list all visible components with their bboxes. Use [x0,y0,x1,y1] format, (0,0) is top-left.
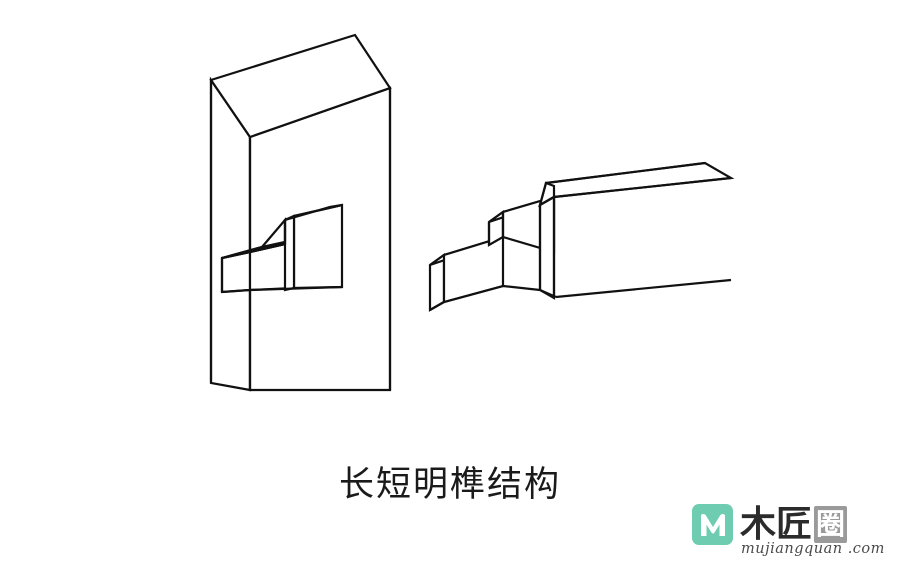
beam-body-top-face [538,161,735,208]
watermark-logo-row: 木 匠 圈 [692,504,892,545]
beam-top-near-edge [553,176,732,199]
page-title: 长短明榫结构 [338,465,561,505]
beam-short-tenon-bottom [502,284,541,292]
post-mortise-tall-step-front [292,203,344,290]
post-mortise-tall-step-left [283,214,296,292]
watermark-domain-text: mujiangquan .com [741,541,885,557]
post-mortise-ledge-edge [261,240,286,249]
brand-char-mu: 木 [740,503,777,545]
post-mortise-bottom-short [221,288,251,294]
beam-long-tenon-face [442,235,505,304]
beam-bottom-edge [555,278,732,299]
post-mortise-tall-step-top [284,203,343,222]
brand-char-jiang: 匠 [776,503,813,545]
beam-body-bottom-shoulder [539,288,557,299]
mujiangquan-m-logo-icon [692,504,733,545]
beam-body-end-face [538,195,556,300]
watermark-brand-name: 木 匠 圈 [740,503,848,545]
site-watermark: 木 匠 圈 mujiangquan .com [692,504,892,557]
beam-top-far-edge [545,161,706,185]
post-mortise-bottom-long [249,285,343,292]
beam-long-tenon-bottom [429,301,445,311]
brand-char-quan: 圈 [814,506,848,543]
beam-long-tenon-bottom-long [443,284,504,304]
